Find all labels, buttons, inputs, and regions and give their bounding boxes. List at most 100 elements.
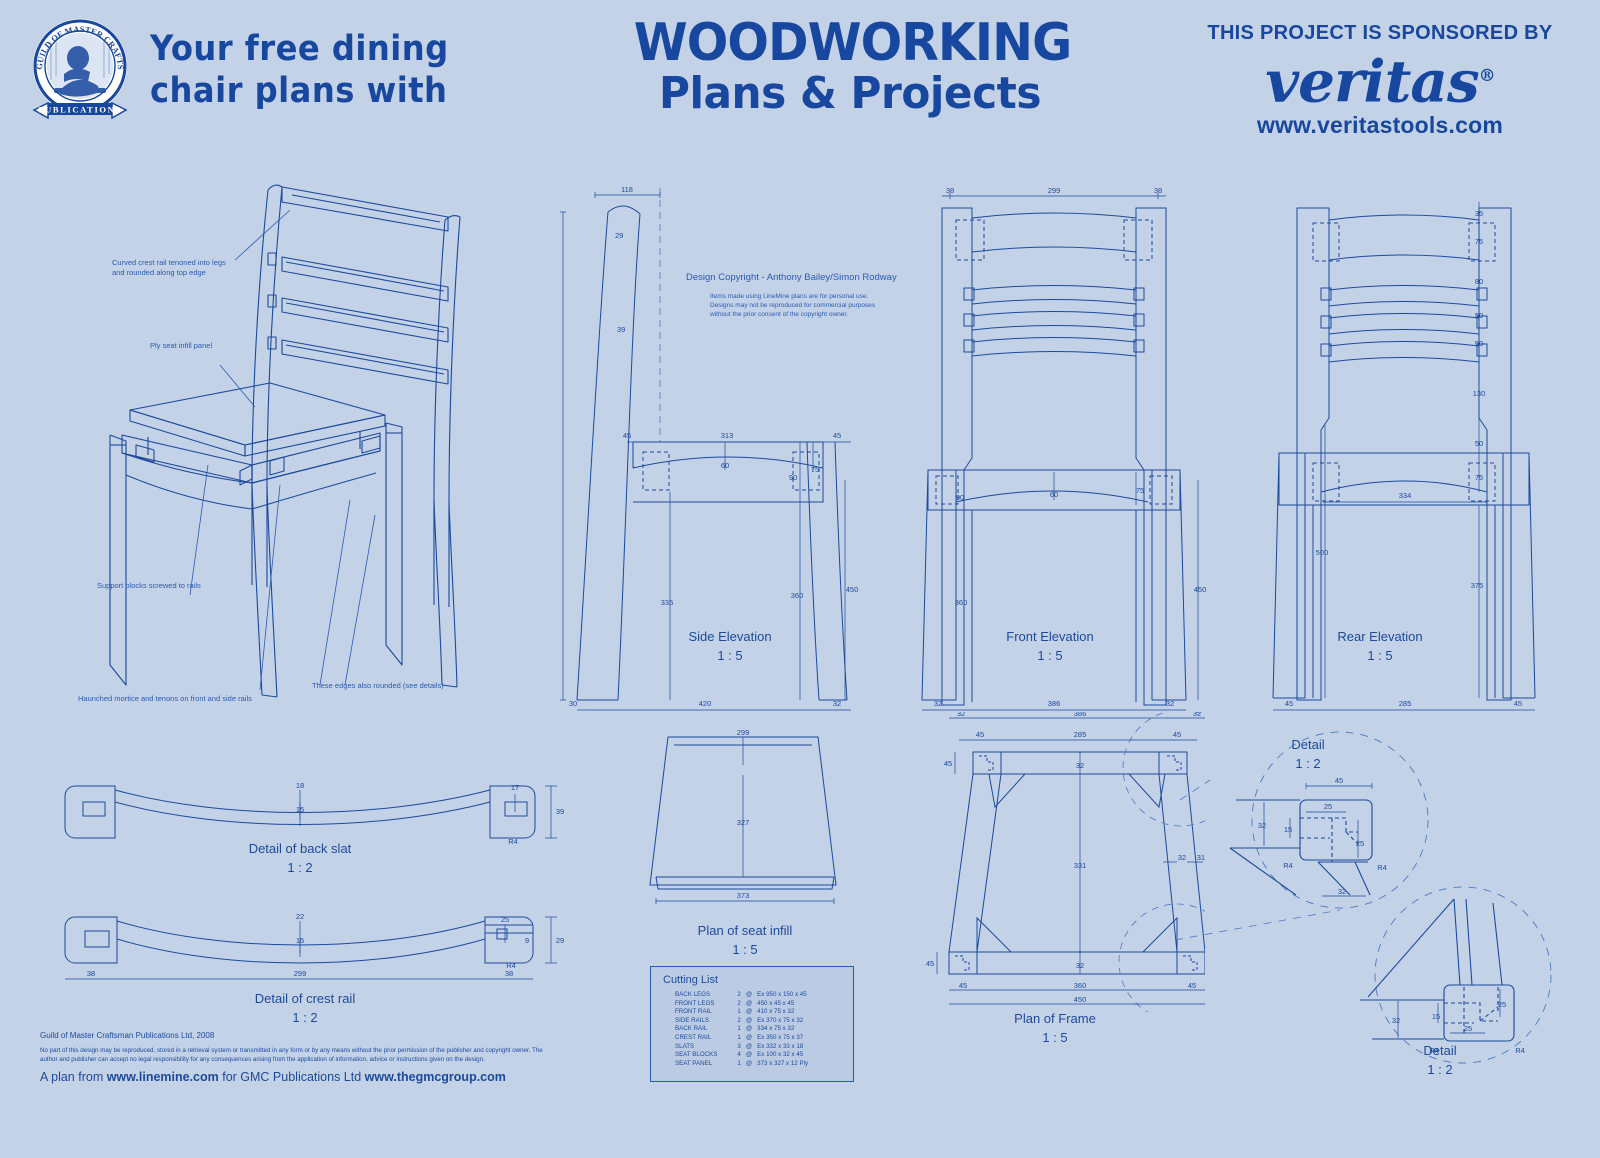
svg-text:45: 45	[959, 981, 967, 990]
cutting-list-size: Ex 100 x 32 x 45	[757, 1051, 804, 1059]
svg-text:50: 50	[1475, 439, 1483, 448]
cutting-list-qty: 2	[737, 1016, 741, 1024]
svg-text:118: 118	[621, 185, 633, 194]
front-elevation-name: Front Elevation	[1006, 629, 1094, 644]
svg-text:32: 32	[1392, 1016, 1400, 1025]
credit-line: A plan from www.linemine.com for GMC Pub…	[40, 1070, 506, 1084]
svg-text:360: 360	[1074, 981, 1087, 990]
svg-text:32: 32	[1338, 887, 1346, 896]
cutting-list-at: @	[745, 1051, 753, 1059]
svg-text:32: 32	[1076, 961, 1084, 970]
cutting-list-table: BACK LEGS 2 @ Ex 950 x 150 x 45 FRONT LEGS 2 @…	[675, 991, 808, 1068]
detail-top-drawing: 45 25 32 15 25 R4 R4 32	[1200, 720, 1480, 910]
svg-text:38: 38	[1154, 186, 1162, 195]
header-left-line2: chair plans with	[150, 71, 448, 111]
cutting-list-at: @	[745, 1033, 753, 1041]
cutting-list-at: @	[745, 1059, 753, 1067]
svg-text:90: 90	[789, 473, 797, 482]
svg-text:90: 90	[956, 493, 964, 502]
svg-text:500: 500	[1316, 548, 1329, 557]
cutting-list-qty: 1	[737, 1025, 741, 1033]
side-elevation-name: Side Elevation	[688, 629, 772, 644]
rear-elevation-drawing: 35 75 80 50 50 130 50 75 334 500 375 45 …	[1255, 180, 1585, 725]
svg-text:15: 15	[1284, 825, 1292, 834]
header-left-line1: Your free dining	[150, 29, 449, 69]
svg-text:45: 45	[1335, 776, 1343, 785]
cutting-list-at: @	[745, 1042, 753, 1050]
svg-text:285: 285	[1074, 730, 1087, 739]
cutting-list-part: SEAT PANEL	[675, 1059, 713, 1067]
svg-text:130: 130	[1473, 389, 1486, 398]
svg-text:285: 285	[1399, 699, 1412, 708]
cutting-list-size: 373 x 327 x 12 Ply	[757, 1059, 809, 1067]
detail-back-slat-scale: 1 : 2	[287, 860, 313, 875]
svg-text:25: 25	[1464, 1024, 1472, 1033]
note-crest-rail-line2: and rounded along top edge	[112, 268, 206, 277]
cutting-list-part: CREST RAIL	[675, 1033, 712, 1041]
svg-text:39: 39	[617, 325, 625, 334]
front-elevation-drawing: 38 299 38 60 90 75 360 450 32 386 32	[920, 180, 1210, 725]
rear-elevation-scale: 1 : 5	[1367, 648, 1393, 663]
gmcgroup-link[interactable]: www.thegmcgroup.com	[364, 1070, 506, 1084]
side-elevation-drawing: 118 29 39 920 45 313 45 60 90 75 335 360…	[555, 180, 885, 720]
svg-text:25: 25	[501, 915, 509, 924]
svg-text:17: 17	[511, 783, 519, 792]
detail-crest-rail-name: Detail of crest rail	[254, 991, 356, 1006]
svg-text:50: 50	[1475, 311, 1483, 320]
plan-seat-infill-name: Plan of seat infill	[697, 923, 793, 938]
svg-text:R4: R4	[508, 837, 518, 846]
design-copyright-line1: Items made using LineMine plans are for …	[710, 293, 869, 300]
svg-text:386: 386	[1048, 699, 1061, 708]
linemine-link[interactable]: www.linemine.com	[106, 1070, 219, 1084]
magazine-title-line2: Plans & Projects	[658, 68, 1042, 119]
svg-text:R4: R4	[1515, 1046, 1525, 1055]
cutting-list-body: BACK LEGS 2 @ Ex 950 x 150 x 45 FRONT LEGS 2 @…	[675, 991, 808, 1068]
svg-text:75: 75	[1475, 473, 1483, 482]
sponsor-url[interactable]: www.veritastools.com	[1257, 112, 1503, 139]
detail-crest-rail-scale: 1 : 2	[292, 1010, 318, 1025]
plan-frame-scale: 1 : 5	[1042, 1030, 1068, 1045]
cutting-list-part: FRONT LEGS	[675, 999, 715, 1007]
svg-text:32: 32	[1258, 821, 1266, 830]
publisher-line: Guild of Master Craftsman Publications L…	[40, 1031, 215, 1040]
cutting-list-part: BACK LEGS	[675, 991, 711, 998]
svg-text:39: 39	[556, 807, 564, 816]
cutting-list-at: @	[745, 991, 753, 998]
svg-text:R4: R4	[506, 961, 516, 970]
plan-frame-drawing: 32 386 32 45 285 45 45 32 331 32 45 32 3…	[915, 712, 1205, 1012]
cutting-list-qty: 3	[737, 1042, 741, 1050]
svg-text:335: 335	[661, 598, 674, 607]
rear-elevation-caption: Rear Elevation 1 : 5	[1290, 628, 1470, 666]
header-left-title: Your free dining chair plans with	[150, 28, 475, 112]
svg-text:75: 75	[1136, 486, 1144, 495]
svg-text:29: 29	[556, 936, 564, 945]
cutting-list-part: FRONT RAIL	[675, 1008, 712, 1016]
plan-frame-caption: Plan of Frame 1 : 5	[965, 1010, 1145, 1048]
detail-back-slat-drawing: 18 15 17 39 R4	[35, 768, 565, 858]
svg-text:45: 45	[1188, 981, 1196, 990]
detail-back-slat-caption: Detail of back slat 1 : 2	[205, 840, 395, 878]
rear-elevation-name: Rear Elevation	[1337, 629, 1423, 644]
svg-text:80: 80	[1475, 277, 1483, 286]
svg-text:313: 313	[721, 431, 734, 440]
svg-text:450: 450	[846, 585, 859, 594]
cutting-list-part: SEAT BLOCKS	[675, 1051, 718, 1059]
cutting-list-size: Ex 950 x 150 x 45	[757, 991, 807, 998]
svg-text:386: 386	[1074, 712, 1087, 718]
cutting-list-at: @	[745, 999, 753, 1007]
svg-text:25: 25	[1324, 802, 1332, 811]
svg-text:45: 45	[1514, 699, 1522, 708]
svg-text:22: 22	[296, 912, 304, 921]
detail-crest-rail-drawing: 22 15 25 9 29 R4 38 299 38	[35, 895, 565, 995]
svg-text:32: 32	[1166, 699, 1174, 708]
cutting-list-qty: 2	[737, 999, 741, 1007]
registered-mark-icon: ®	[1478, 66, 1496, 86]
note-ply-seat-panel: Ply seat infill panel	[150, 341, 213, 350]
cutting-list-qty: 4	[737, 1051, 741, 1059]
svg-text:75: 75	[811, 465, 819, 474]
note-crest-rail: Curved crest rail tenoned into legs and …	[112, 258, 292, 278]
